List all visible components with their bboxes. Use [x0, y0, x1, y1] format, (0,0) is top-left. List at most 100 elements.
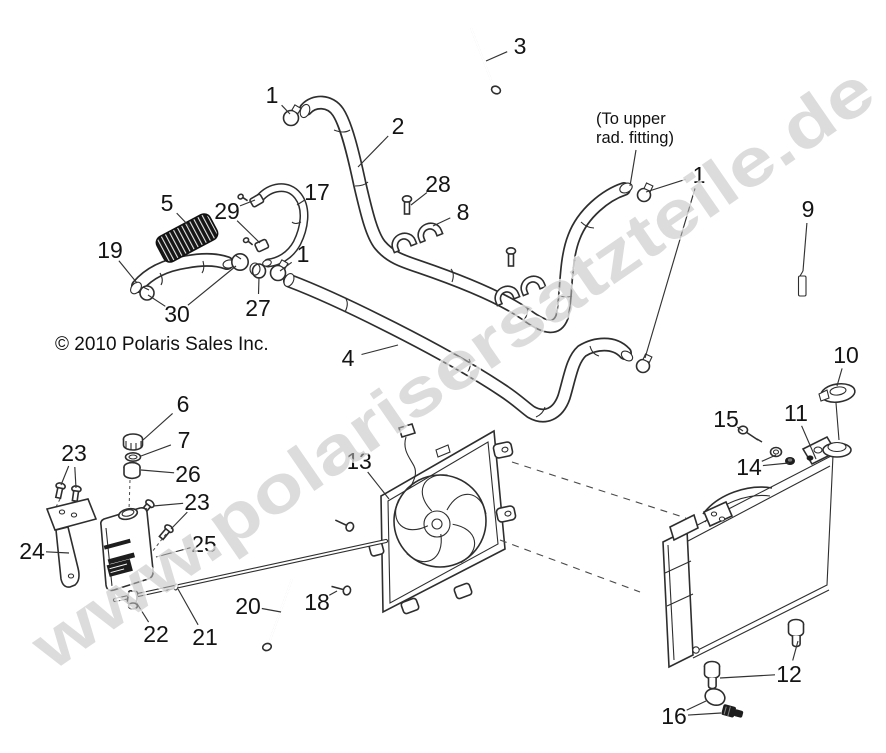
part-label-20: 20 — [235, 593, 261, 619]
leader-line-part-25 — [155, 547, 191, 558]
copyright-text: © 2010 Polaris Sales Inc. — [55, 334, 269, 355]
neck-bushing — [123, 461, 141, 480]
part-label-11: 11 — [784, 400, 808, 426]
clamp-screw-28a — [401, 195, 413, 215]
saddle-clamp-pair-upper — [391, 222, 444, 254]
pin-9 — [797, 270, 807, 297]
part-label-30: 30 — [164, 301, 190, 327]
part-label-15: 15 — [713, 406, 739, 432]
part-label-25: 25 — [191, 531, 217, 557]
drain-plug — [704, 687, 744, 718]
leader-line-part-30 — [147, 294, 166, 307]
rubber-mount-upper — [787, 618, 805, 648]
leader-line-part-29 — [239, 199, 256, 207]
part-label-6: 6 — [177, 391, 190, 417]
note-line-1: (To upper — [596, 110, 666, 128]
saddle-clamp-pair-lower — [494, 275, 547, 307]
leader-line-part-11 — [801, 425, 817, 460]
leader-line-part-3 — [485, 51, 508, 62]
filler-neck — [822, 402, 852, 458]
coolant-bottle — [100, 507, 154, 610]
part-label-23: 23 — [61, 440, 87, 466]
bottle-nipple — [126, 589, 139, 610]
cap-seal — [124, 451, 142, 462]
note-line-2: rad. fitting) — [596, 129, 674, 147]
note-leader-line — [629, 149, 637, 187]
part-label-29: 29 — [214, 198, 240, 224]
fan-wire-connector — [397, 423, 451, 489]
corrugated-sleeve — [155, 213, 219, 263]
hose-clamp-1a — [282, 104, 302, 127]
leader-line-part-30 — [187, 265, 237, 306]
assembly-dash-cap — [128, 479, 131, 511]
leader-line-part-1 — [644, 188, 696, 359]
leader-line-part-12 — [792, 640, 799, 661]
watermark-text: www.polarisersatzteile.de — [17, 52, 886, 685]
leader-line-part-1 — [281, 104, 291, 115]
alignment-dash-1 — [511, 461, 687, 519]
leader-line-part-4 — [361, 344, 399, 356]
fan-blades — [393, 474, 487, 568]
leader-line-part-14 — [762, 462, 790, 467]
alignment-dash-2 — [499, 539, 641, 593]
part-label-1: 1 — [693, 162, 706, 188]
rubber-mount-lower — [703, 660, 721, 690]
leader-line-part-10 — [836, 368, 843, 387]
leader-line-part-18 — [329, 590, 338, 596]
part-label-14: 14 — [736, 454, 762, 480]
leader-line-part-15 — [737, 426, 744, 432]
part-label-7: 7 — [178, 427, 191, 453]
bottle-neck — [117, 507, 139, 521]
part-label-13: 13 — [346, 448, 372, 474]
lower-radiator-hose — [283, 273, 634, 423]
leader-line-part-20 — [261, 607, 282, 613]
leader-line-part-29 — [236, 220, 261, 244]
clamp-screw-28b — [505, 247, 517, 267]
leader-line-part-9 — [802, 222, 808, 272]
leader-line-part-6 — [142, 412, 173, 441]
leader-line-part-23 — [152, 502, 184, 507]
worm-clamp-29a — [237, 193, 265, 208]
part-label-23: 23 — [184, 489, 210, 515]
leader-line-part-19 — [118, 260, 138, 284]
part-label-12: 12 — [776, 661, 802, 687]
leader-line-part-24 — [45, 551, 70, 554]
part-label-9: 9 — [802, 196, 815, 222]
radiator-cap — [818, 382, 856, 404]
leader-line-part-23 — [170, 511, 188, 530]
leader-line-part-14 — [761, 454, 777, 462]
fan-bolt-upper — [334, 519, 355, 532]
leader-line-part-2 — [357, 135, 389, 168]
part-label-2: 2 — [392, 113, 405, 139]
mounting-rod-3 — [470, 27, 502, 95]
note-to-upper-rad-fitting: (To upper rad. fitting) — [596, 110, 674, 187]
leader-line-part-16 — [687, 712, 722, 716]
leader-line-part-17 — [296, 199, 306, 206]
leader-line-part-21 — [177, 588, 199, 626]
leader-line-part-23 — [60, 465, 70, 486]
part-label-4: 4 — [342, 345, 355, 371]
radiator — [662, 402, 852, 669]
part-label-28: 28 — [425, 171, 451, 197]
screw-23b — [71, 485, 82, 503]
part-label-27: 27 — [245, 295, 271, 321]
leader-line-part-13 — [367, 471, 390, 500]
screw-23d — [158, 524, 174, 541]
leader-line-part-1 — [279, 261, 293, 272]
screw-23a — [54, 482, 66, 500]
mount-screw — [737, 425, 763, 443]
leader-line-part-1 — [645, 178, 686, 193]
part-label-21: 21 — [192, 624, 218, 650]
part-label-24: 24 — [19, 538, 45, 564]
worm-clamp-29b — [242, 237, 270, 253]
rod-20 — [261, 578, 293, 652]
leader-line-part-8 — [432, 217, 451, 227]
part-label-22: 22 — [143, 621, 169, 647]
spring-clamp-27 — [249, 262, 267, 279]
leader-line-part-16 — [686, 700, 707, 711]
part-label-3: 3 — [514, 33, 527, 59]
reservoir-bracket — [45, 498, 98, 588]
